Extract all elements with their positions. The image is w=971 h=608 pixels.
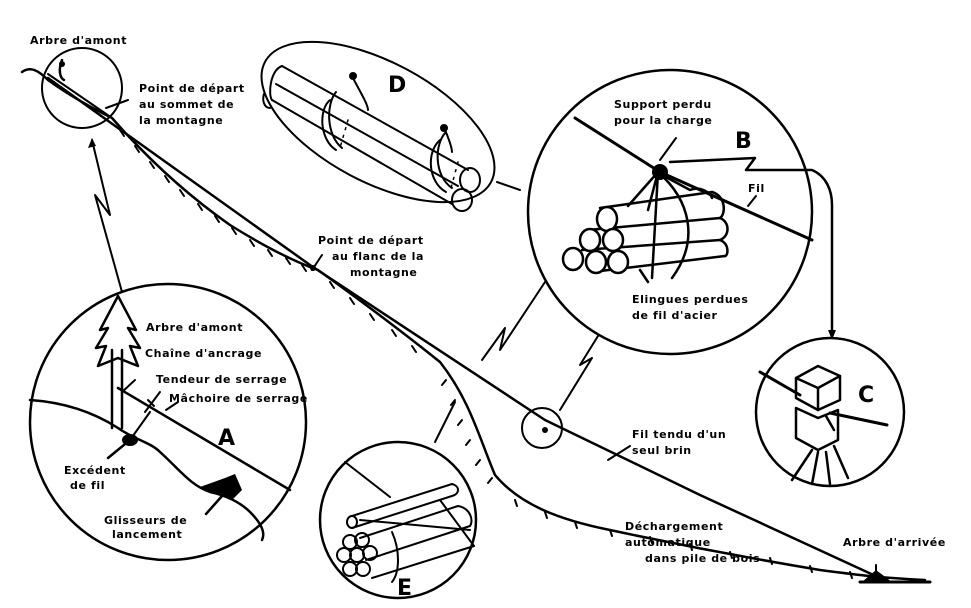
inset-E-letter: E	[397, 576, 412, 601]
flank-start-dot	[310, 265, 316, 271]
connector-D	[496, 181, 521, 191]
arrowhead-to-C-icon	[828, 330, 836, 340]
connector-B-to-cable-circle	[559, 335, 599, 411]
inset-E	[318, 440, 478, 600]
inset-B-letter: B	[735, 129, 752, 154]
auto-unload-label-line1: Déchargement	[625, 520, 723, 533]
top-anchor-tree-label: Arbre d'amont	[30, 34, 127, 47]
A-launch-sliders-label-line2: lancement	[112, 528, 182, 541]
inset-B	[526, 68, 836, 356]
flank-start-label-line2: au flanc de la	[332, 250, 424, 263]
terrain-hatch-ticks	[119, 129, 853, 579]
lost-slings-label-line2: de fil d'acier	[632, 309, 718, 322]
single-wire-label-line2: seul brin	[632, 444, 692, 457]
auto-unload-label-line3: dans pile de bois	[645, 552, 760, 565]
lost-support-label-line2: pour la charge	[614, 114, 712, 127]
connector-summit-to-A	[91, 139, 123, 293]
summit-detail-circle	[41, 47, 123, 129]
flank-start-label-line1: Point de départ	[318, 234, 424, 247]
summit-start-label-line1: Point de départ	[139, 82, 245, 95]
A-excess-wire-label-line1: Excédent	[64, 464, 126, 477]
A-anchor-chain-label: Chaîne d'ancrage	[145, 347, 262, 360]
arrival-tree-icon	[858, 564, 932, 584]
inset-A-letter: A	[218, 426, 235, 451]
lost-support-label-line1: Support perdu	[614, 98, 712, 111]
A-clamp-jaw-label: Mâchoire de serrage	[169, 392, 308, 405]
A-upper-tree-label: Arbre d'amont	[146, 321, 243, 334]
A-excess-wire-label-line2: de fil	[70, 479, 105, 492]
inset-C-letter: C	[858, 383, 874, 408]
connector-B-to-flank	[481, 281, 546, 361]
arrowhead-icon	[88, 138, 96, 148]
flank-start-label-line3: montagne	[350, 266, 418, 279]
main-cable	[46, 76, 882, 580]
single-wire-label-line1: Fil tendu d'un	[632, 428, 726, 441]
A-launch-sliders-label-line1: Glisseurs de	[104, 514, 187, 527]
inset-D-letter: D	[388, 73, 406, 98]
load-position-circle	[521, 407, 563, 449]
connector-flank-to-E	[434, 401, 456, 443]
lost-slings-label-line1: Elingues perdues	[632, 293, 749, 306]
wire-label: Fil	[748, 182, 765, 195]
inset-C	[754, 336, 906, 488]
single-wire-pointer	[607, 445, 631, 461]
inset-A	[28, 282, 308, 562]
summit-start-label-line3: la montagne	[139, 114, 223, 127]
arrival-tree-label: Arbre d'arrivée	[843, 536, 946, 549]
summit-start-marker	[105, 99, 129, 109]
inset-D	[260, 40, 496, 212]
summit-start-label-line2: au sommet de	[139, 98, 234, 111]
A-tensioner-label: Tendeur de serrage	[156, 373, 287, 386]
auto-unload-label-line2: automatique	[625, 536, 711, 549]
cable-upper-segment	[47, 73, 113, 119]
load-point-dot	[542, 427, 548, 433]
